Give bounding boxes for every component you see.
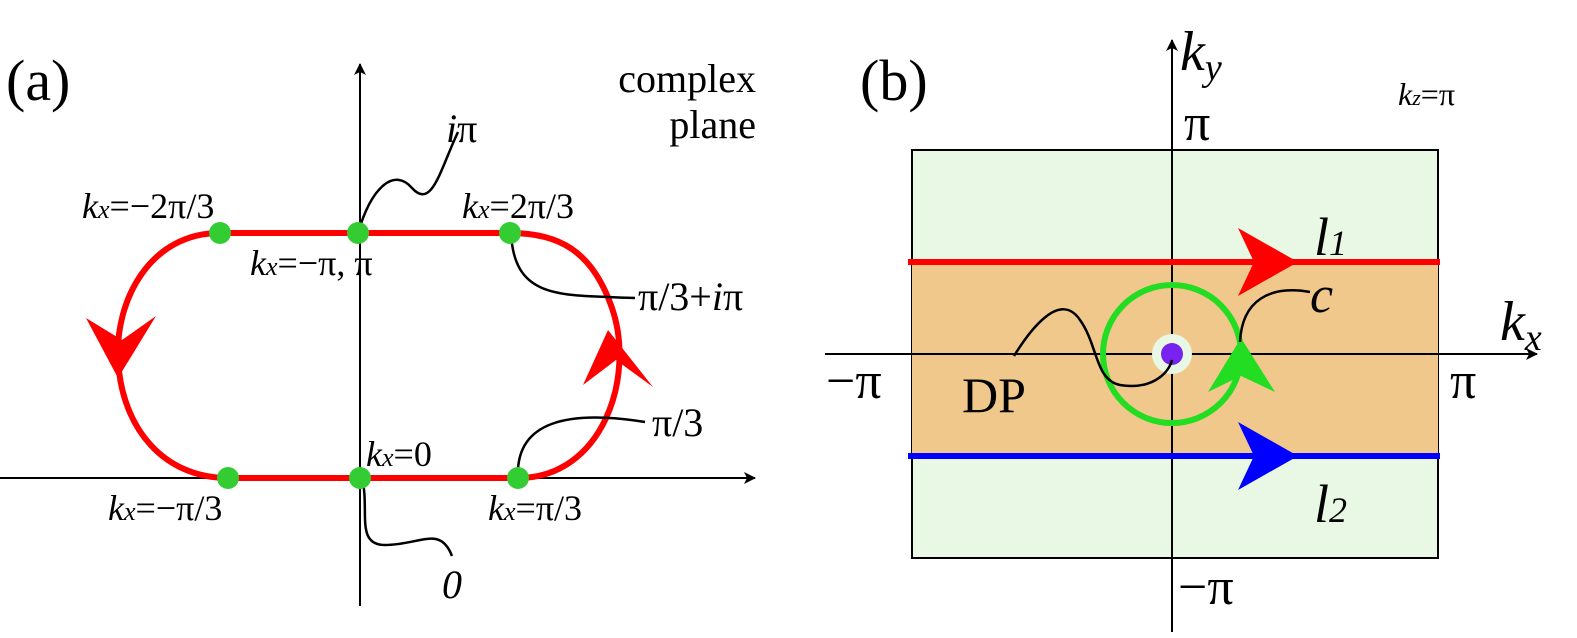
label-i-pi: iπ: [446, 106, 477, 151]
label-kx-pi: kx=−π, π: [250, 243, 373, 283]
tick-pi-top: π: [1184, 95, 1210, 152]
complex-plane-title-line2: plane: [669, 102, 756, 147]
tick-minus-pi-left: −π: [826, 353, 882, 410]
leader-c: [1238, 289, 1311, 343]
point-kx-minus-pi3: [217, 467, 239, 489]
complex-plane-title-line1: complex: [618, 56, 756, 101]
point-kx-2pi3: [499, 222, 521, 244]
leader-pi3-plus-ipi: [509, 233, 636, 300]
label-c: c: [1310, 267, 1333, 324]
leader-pi3: [516, 416, 646, 479]
kz-label: kz=π: [1398, 76, 1455, 112]
dirac-point: [1161, 343, 1183, 365]
panel-a: (a) complex plane iπ π/3+iπ π/3 0 kx=−2π…: [0, 48, 756, 607]
line-l2-arrow: [1238, 422, 1298, 490]
leader-zero: [360, 477, 454, 557]
point-kx-pi3: [507, 467, 529, 489]
label-kx-minus-pi3: kx=−π/3: [108, 488, 222, 528]
contour-arrow-left: [86, 316, 156, 378]
leader-i-pi: [356, 131, 460, 234]
loop-c-arrow: [1208, 338, 1275, 392]
tick-pi-right: π: [1450, 353, 1476, 410]
label-l1: l1: [1314, 207, 1347, 267]
point-kx-minus-2pi3: [209, 222, 231, 244]
label-l2: l2: [1314, 474, 1347, 534]
contour-arrow-right: [583, 330, 653, 387]
leader-dp: [1012, 308, 1174, 388]
label-pi3: π/3: [652, 400, 703, 445]
label-kx-pi3: kx=π/3: [488, 488, 582, 528]
panel-b-label: (b): [860, 48, 928, 113]
panel-b: (b) kz=π ky kx π −π −π π l1 l2 c DP: [825, 21, 1542, 632]
label-kx-0: kx=0: [366, 434, 432, 474]
label-kx-2pi3: kx=2π/3: [462, 186, 574, 226]
label-pi3-plus-ipi: π/3+iπ: [638, 274, 743, 319]
point-kx-pi: [347, 222, 369, 244]
label-zero: 0: [442, 562, 462, 607]
line-l1-arrow: [1238, 228, 1298, 296]
ky-axis-label: ky: [1180, 21, 1222, 89]
point-kx-0: [349, 467, 371, 489]
label-kx-minus-2pi3: kx=−2π/3: [82, 186, 214, 226]
tick-minus-pi-bottom: −π: [1178, 559, 1234, 616]
panel-a-label: (a): [6, 48, 70, 113]
kx-axis-label: kx: [1500, 291, 1542, 359]
label-dp: DP: [962, 367, 1026, 423]
